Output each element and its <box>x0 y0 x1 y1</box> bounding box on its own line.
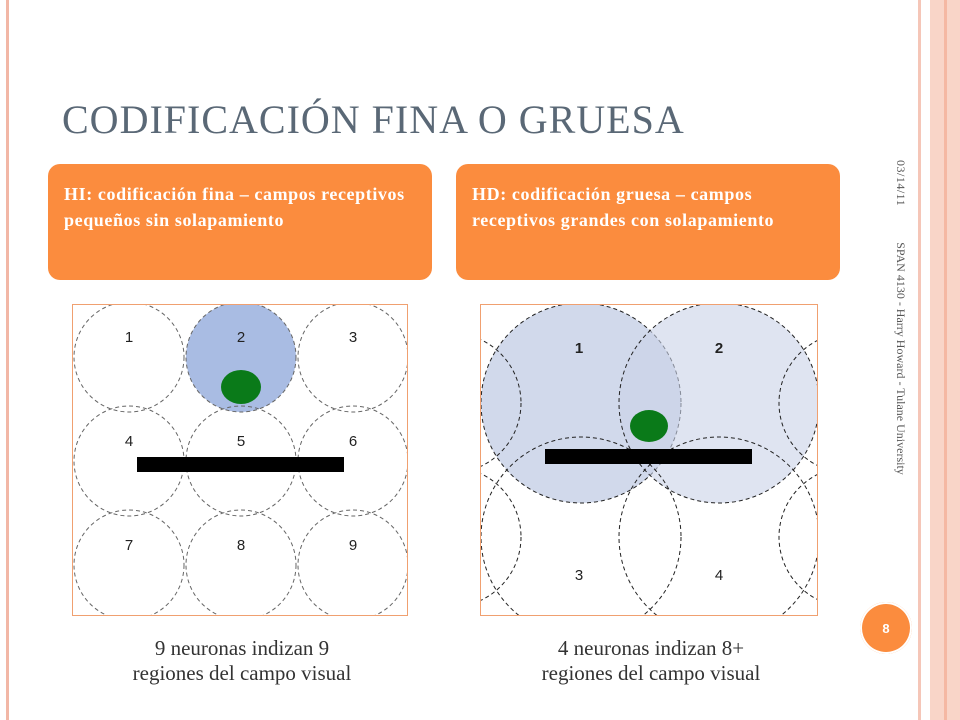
page-number-badge: 8 <box>860 602 912 654</box>
edge-field-right-top <box>778 340 817 466</box>
field-label-2: 2 <box>237 329 245 346</box>
coarse-caption-line-2: regiones del campo visual <box>541 661 761 685</box>
coarse-coding-caption: 4 neuronas indizan 8+ regiones del campo… <box>461 636 841 686</box>
large-field-label-4: 4 <box>715 567 723 584</box>
field-circle-6 <box>297 405 407 517</box>
field-label-6: 6 <box>349 433 357 450</box>
fine-coding-box: HI: codificación fina – campos receptivo… <box>48 164 432 280</box>
slide-date: 03/14/11 <box>894 160 908 207</box>
stimulus-bar <box>545 449 752 464</box>
slide-credit: SPAN 4130 - Harry Howard - Tulane Univer… <box>894 242 908 475</box>
fine-caption-line-1: 9 neuronas indizan 9 <box>154 636 330 660</box>
large-field-circle-3 <box>481 436 682 615</box>
field-circle-8 <box>185 509 297 615</box>
field-circle-7 <box>73 509 185 615</box>
fine-coding-diagram: 1 2 3 4 5 6 7 8 9 <box>72 304 408 616</box>
right-decorative-line <box>918 0 921 720</box>
field-label-4: 4 <box>125 433 133 450</box>
coarse-coding-diagram: 1 2 3 4 <box>480 304 818 616</box>
fine-coding-svg: 1 2 3 4 5 6 7 8 9 <box>73 305 407 615</box>
large-field-circle-2 <box>618 305 817 504</box>
coarse-caption-line-1: 4 neuronas indizan 8+ <box>557 636 745 660</box>
side-footer: 03/14/11SPAN 4130 - Harry Howard - Tulan… <box>893 160 908 475</box>
coarse-coding-svg: 1 2 3 4 <box>481 305 817 615</box>
edge-field-right-bottom <box>778 474 817 600</box>
field-circle-1 <box>73 305 185 413</box>
slide-title: CODIFICACIÓN FINA O GRUESA <box>62 97 685 142</box>
field-label-1: 1 <box>125 329 133 346</box>
field-label-5: 5 <box>237 433 245 450</box>
right-decorative-line-inner <box>944 0 947 720</box>
large-field-label-1: 1 <box>575 340 583 357</box>
field-label-8: 8 <box>237 537 245 554</box>
field-circle-2 <box>185 305 297 413</box>
field-label-9: 9 <box>349 537 357 554</box>
stimulus-dot <box>630 410 668 442</box>
field-circle-9 <box>297 509 407 615</box>
field-label-7: 7 <box>125 537 133 554</box>
large-field-label-3: 3 <box>575 567 583 584</box>
field-circle-3 <box>297 305 407 413</box>
edge-field-left-bottom <box>481 473 522 601</box>
coarse-coding-box: HD: codificación gruesa – campos recepti… <box>456 164 840 280</box>
field-label-3: 3 <box>349 329 357 346</box>
large-field-circle-4 <box>618 436 817 615</box>
left-decorative-rule <box>6 0 9 720</box>
fine-caption-line-2: regiones del campo visual <box>132 661 352 685</box>
edge-field-left-top <box>481 339 522 467</box>
stimulus-bar <box>137 457 344 472</box>
stimulus-dot <box>221 370 261 404</box>
fine-coding-caption: 9 neuronas indizan 9 regiones del campo … <box>52 636 432 686</box>
large-field-label-2: 2 <box>715 340 723 357</box>
